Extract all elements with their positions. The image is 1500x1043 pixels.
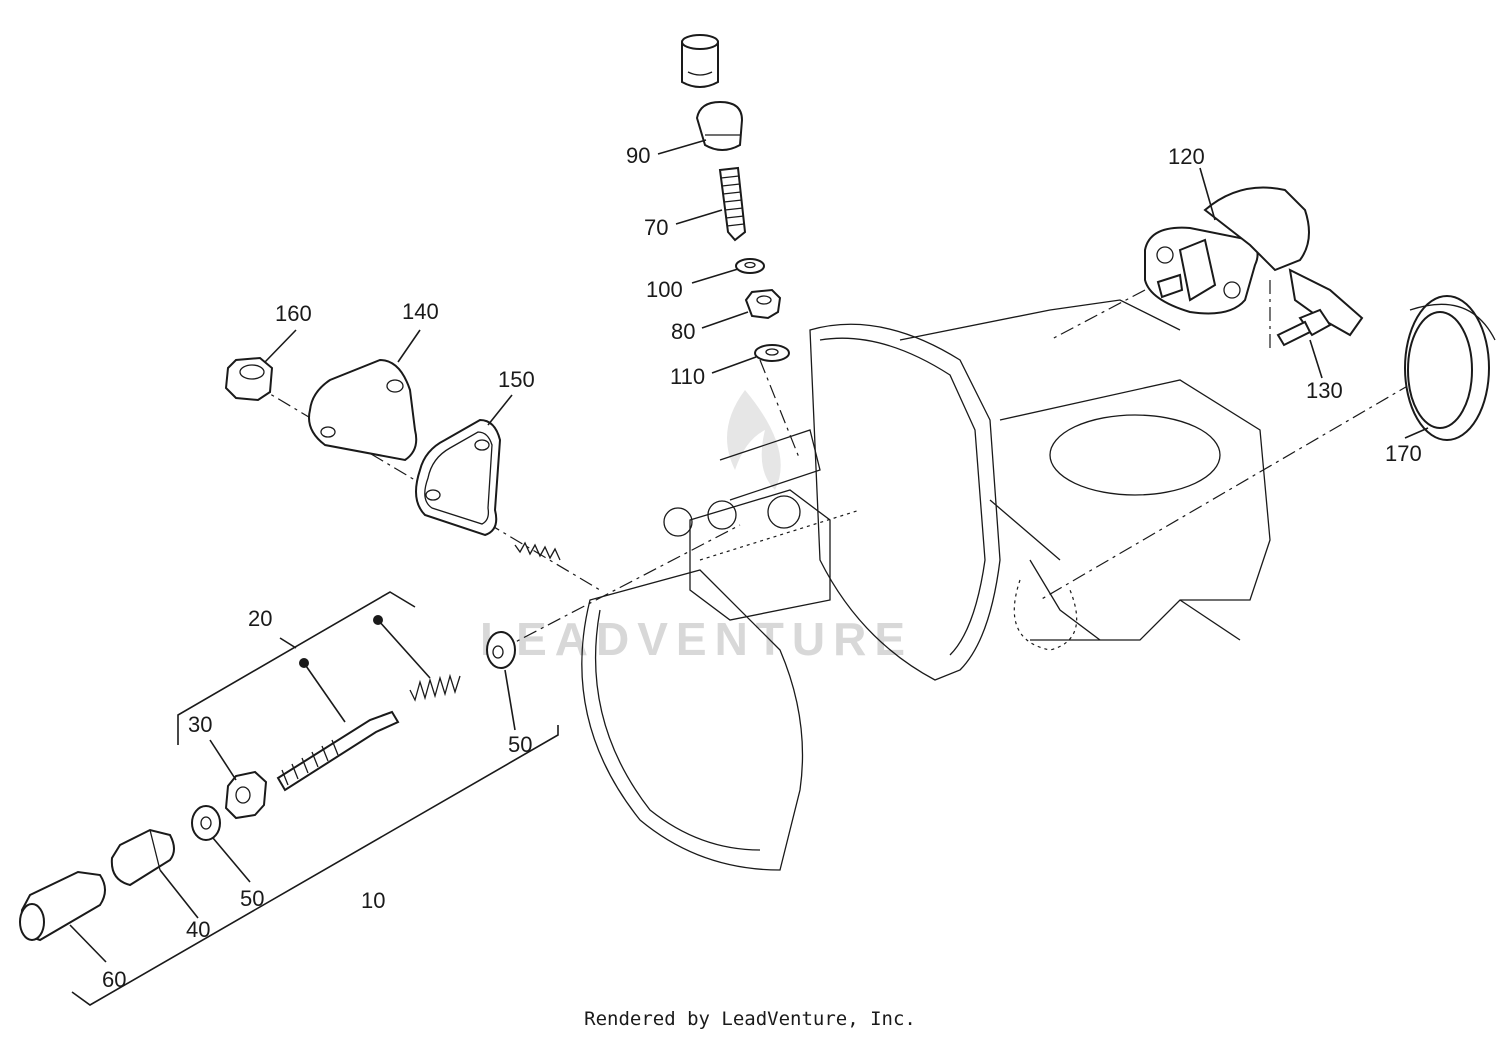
callout-90: 90 — [626, 143, 650, 168]
part-160-bushing — [224, 356, 274, 402]
part-70-screw — [718, 166, 747, 242]
callout-110: 110 — [670, 364, 705, 389]
hidden-spring — [514, 541, 561, 561]
callout-50-right: 50 — [508, 732, 532, 757]
watermark-flame-icon — [727, 390, 781, 490]
part-150-gasket — [415, 418, 502, 537]
callout-70: 70 — [644, 215, 668, 240]
callout-30: 30 — [188, 712, 212, 737]
part-130-bolt — [1276, 308, 1332, 347]
watermark-text: LEADVENTURE — [480, 613, 913, 665]
part-80-nut — [744, 288, 782, 320]
part-120-solenoid — [1144, 186, 1364, 337]
part-110-washer — [754, 344, 790, 362]
part-60-sleeve — [19, 870, 106, 942]
callout-130: 130 — [1306, 378, 1343, 403]
callout-150: 150 — [498, 367, 535, 392]
part-170-seal — [1404, 295, 1496, 441]
part-90-cap — [681, 34, 744, 151]
part-20-spring — [409, 673, 461, 702]
callout-140: 140 — [402, 299, 439, 324]
callout-80: 80 — [671, 319, 695, 344]
part-100-washer — [735, 258, 765, 274]
part-140-plate — [308, 358, 418, 462]
part-50-washer-left — [191, 805, 221, 841]
callout-10: 10 — [361, 888, 385, 913]
callout-120: 120 — [1168, 144, 1205, 169]
callout-160: 160 — [275, 301, 312, 326]
part-40-cap-nut — [110, 828, 175, 887]
leader-lines — [69, 139, 1429, 963]
callout-100: 100 — [646, 277, 683, 302]
part-30-nut — [224, 770, 268, 820]
footer-credit: Rendered by LeadVenture, Inc. — [584, 1008, 916, 1030]
callout-40: 40 — [186, 917, 210, 942]
callout-20: 20 — [248, 606, 272, 631]
callout-60: 60 — [102, 967, 126, 992]
callout-170: 170 — [1385, 441, 1422, 466]
part-50-washer-right — [486, 631, 516, 669]
engine-housing — [581, 299, 1271, 871]
part-20-shaft — [276, 710, 400, 792]
callout-50-left: 50 — [240, 886, 264, 911]
assembly-brackets — [71, 591, 559, 1006]
